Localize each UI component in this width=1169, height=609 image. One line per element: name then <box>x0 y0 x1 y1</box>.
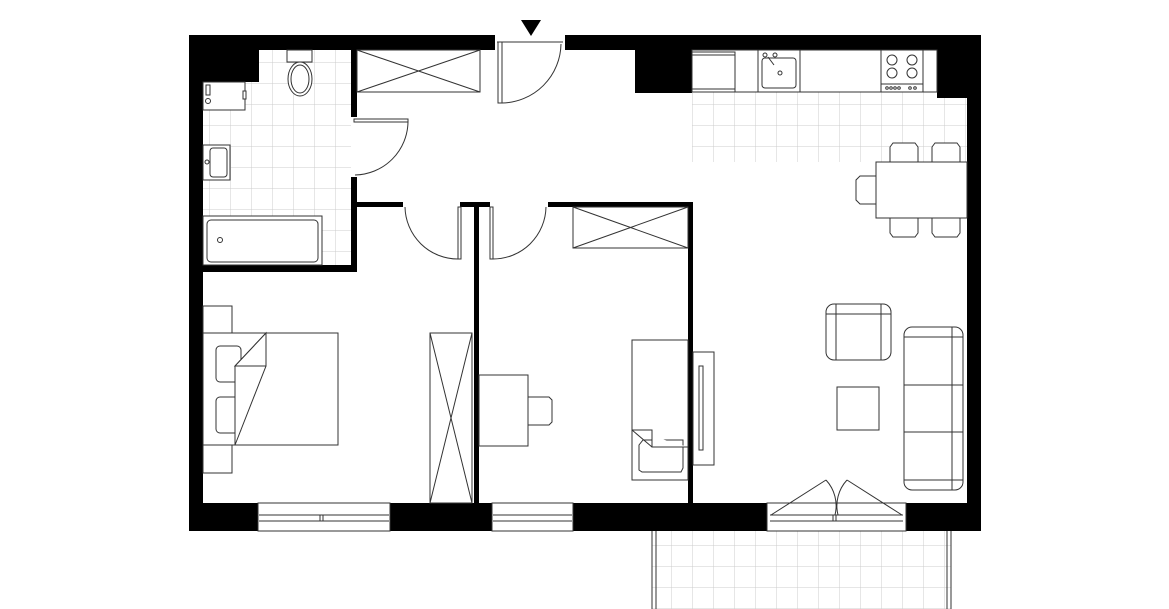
room2-wardrobe <box>572 206 689 249</box>
desk-chair <box>527 396 553 426</box>
bathroom-wall-upper <box>351 50 357 117</box>
hall-wardrobe <box>356 49 481 93</box>
bathroom-sink <box>202 144 231 181</box>
bathroom-wall-bottom <box>203 265 357 272</box>
wall-left <box>189 35 203 531</box>
bedroom-nightstand-bottom <box>202 444 233 474</box>
wall-top-left <box>189 35 495 50</box>
bathroom-door[interactable] <box>353 118 409 176</box>
kitchen-column <box>635 50 692 93</box>
single-bed <box>631 339 689 481</box>
tv-unit <box>692 351 715 466</box>
wall-top-right <box>565 35 981 50</box>
bathroom-wall-lower <box>351 177 357 272</box>
wall-bottom-2 <box>390 503 492 531</box>
bathroom-corner-block <box>203 50 259 82</box>
armchair <box>825 303 892 361</box>
bedroom-window <box>257 502 391 532</box>
sofa <box>903 326 964 491</box>
bedroom-divider-wall <box>474 202 479 503</box>
room2-window <box>491 502 574 532</box>
bedroom-wardrobe <box>429 332 473 504</box>
living-divider-wall <box>688 202 693 503</box>
dining-table <box>855 142 968 238</box>
wall-right <box>967 35 981 531</box>
double-bed <box>202 331 339 446</box>
wall-bottom-4 <box>906 503 981 531</box>
bedroom-nightstand-top <box>202 305 233 334</box>
fridge <box>691 51 736 93</box>
kitchen-sink <box>757 49 801 93</box>
wall-bottom-1 <box>189 503 258 531</box>
corner-column <box>937 50 967 98</box>
wall-bottom-3 <box>573 503 767 531</box>
toilet <box>286 49 313 97</box>
bathtub <box>202 215 323 266</box>
stove <box>880 49 924 93</box>
room2-door[interactable] <box>489 206 547 260</box>
entrance-arrow-icon <box>521 20 541 36</box>
coffee-table <box>836 386 880 431</box>
corridor-wall-3 <box>548 202 693 207</box>
washing-machine <box>202 81 247 111</box>
walls <box>189 35 981 531</box>
corridor-wall-1 <box>357 202 403 207</box>
kitchen-tiles <box>692 92 967 162</box>
balcony <box>651 531 952 609</box>
balcony-door[interactable] <box>766 479 907 532</box>
bedroom-door[interactable] <box>404 206 462 260</box>
desk <box>478 374 529 447</box>
entrance-door[interactable] <box>497 41 563 104</box>
